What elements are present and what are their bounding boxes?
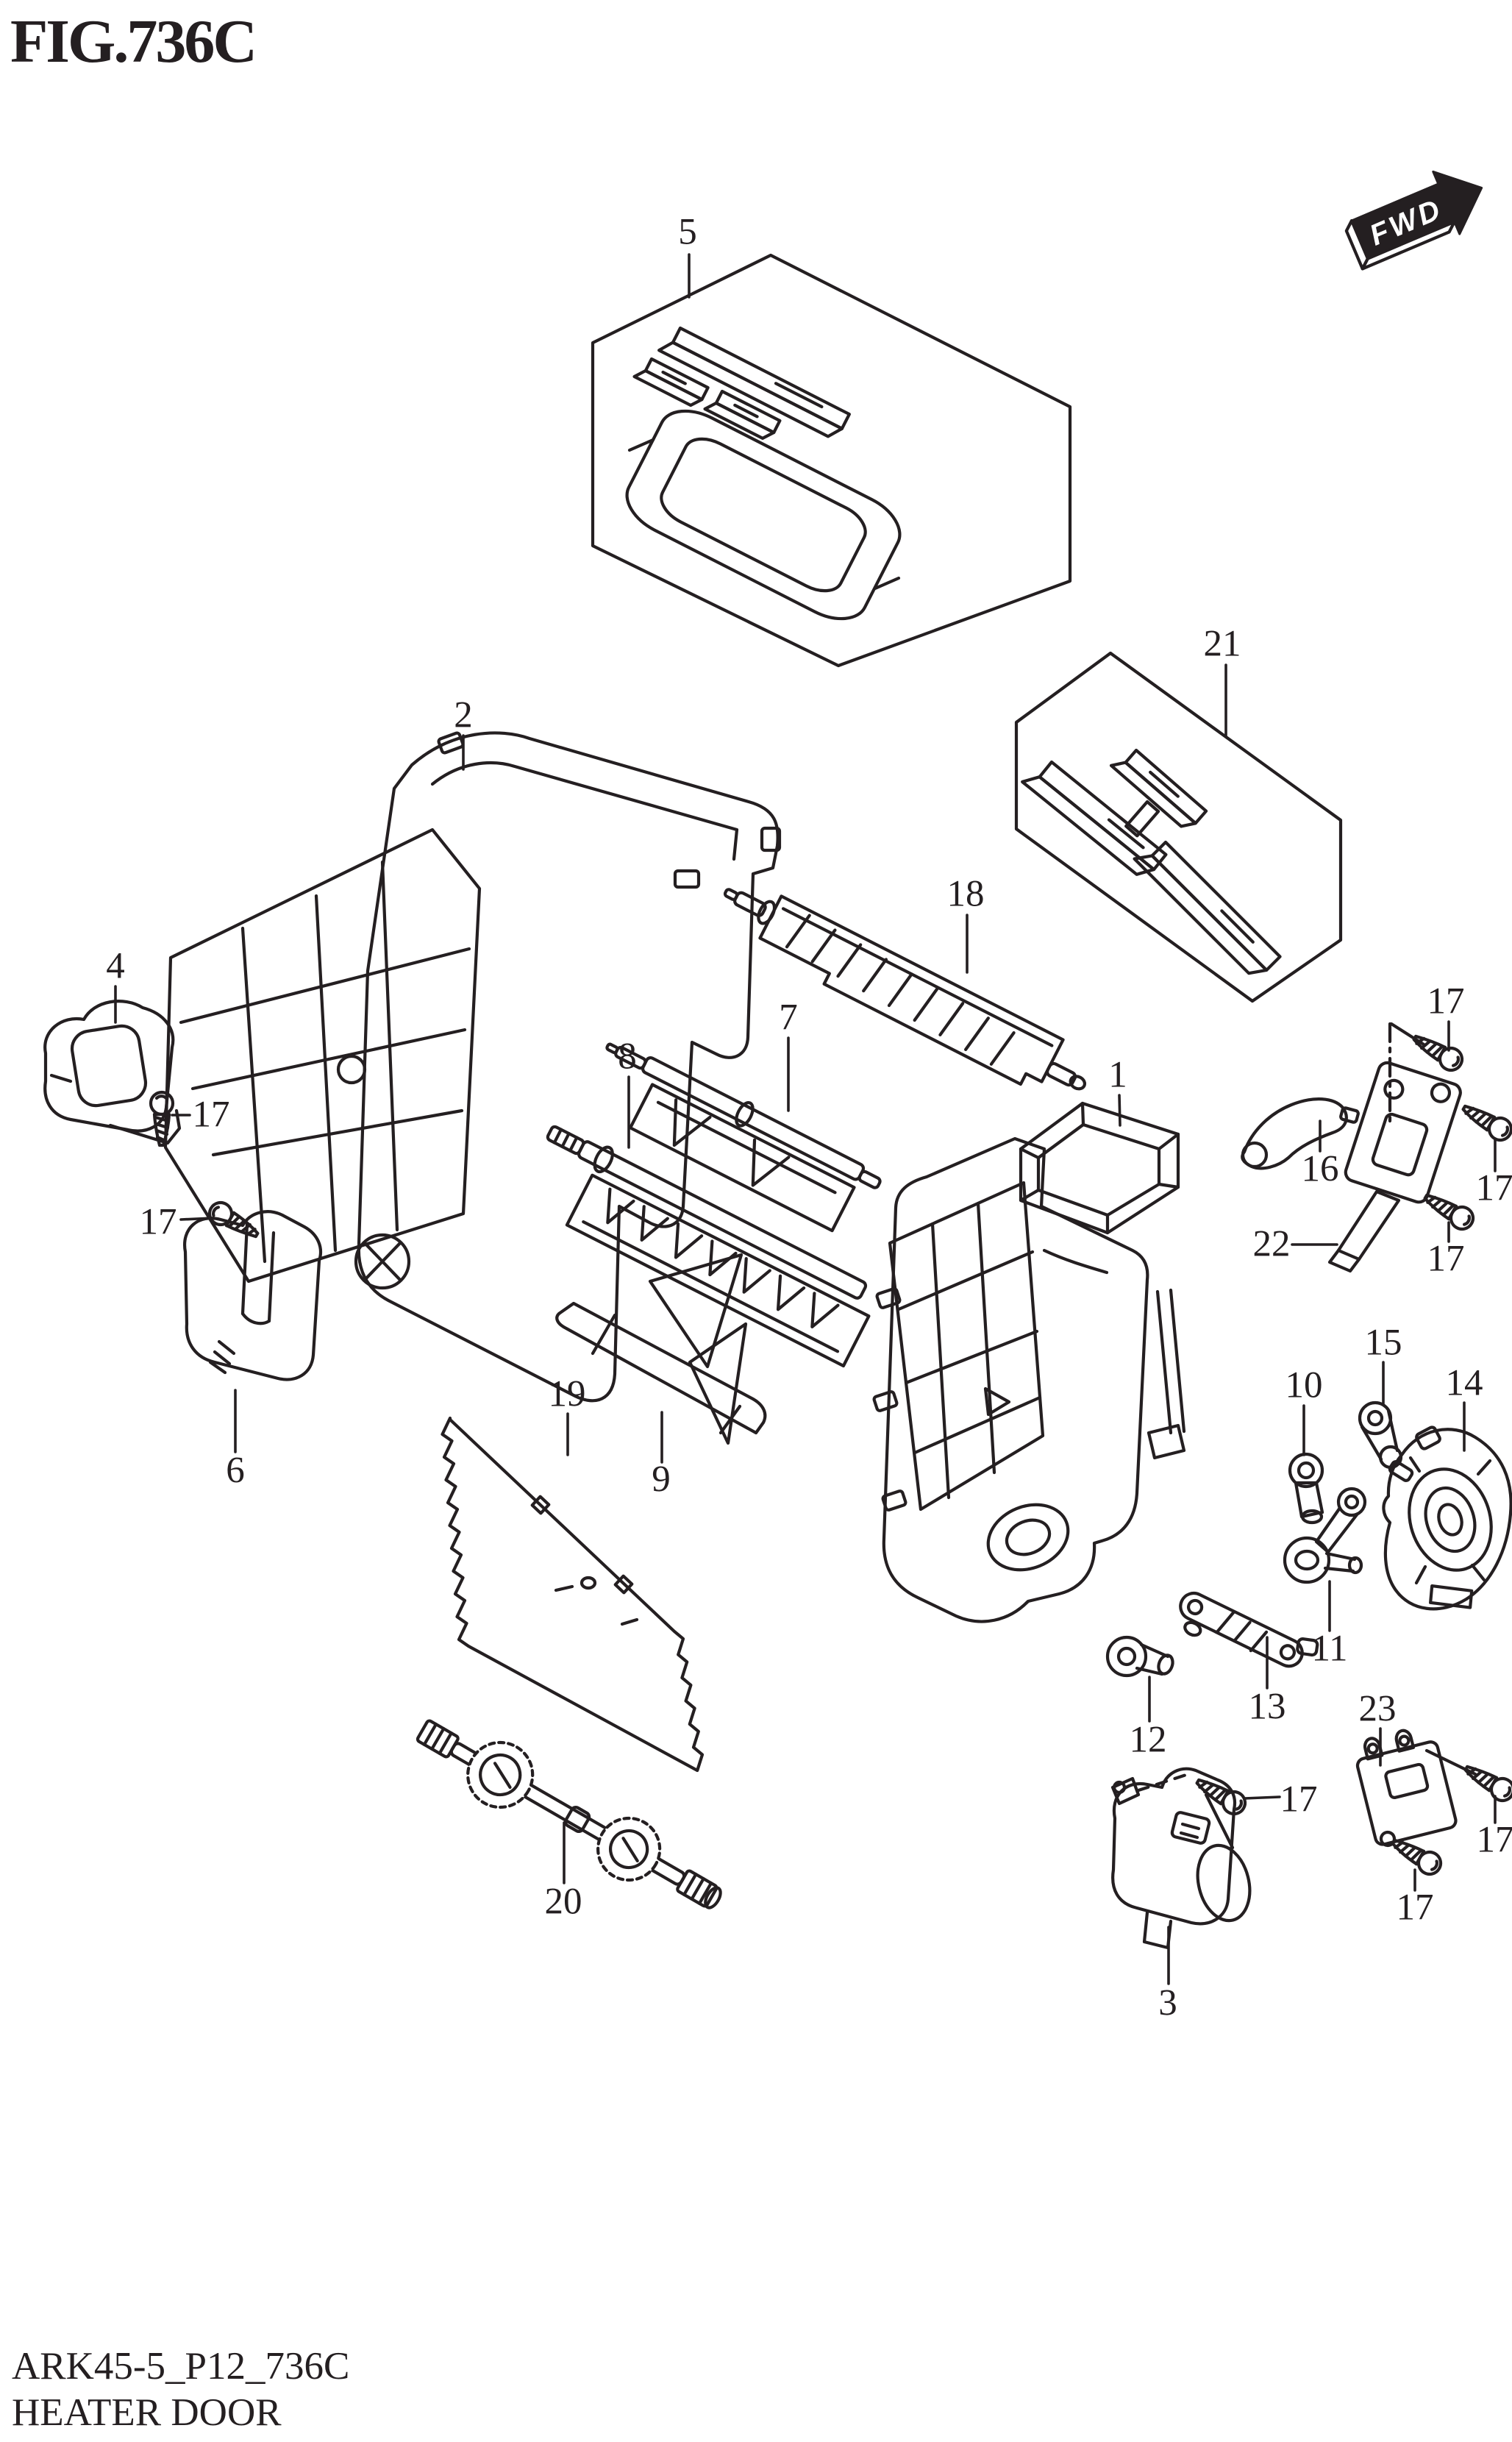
screw-17-f	[1192, 1773, 1249, 1818]
part-label-20: 20	[544, 1881, 582, 1923]
seal-strip-long	[657, 326, 851, 438]
leader-line-17	[1243, 1795, 1281, 1800]
part-label-19: 19	[548, 1373, 586, 1415]
seal-strip-small-1	[632, 357, 710, 407]
part-12-pin-lever	[1105, 1635, 1174, 1678]
part-label-17: 17	[1427, 980, 1465, 1022]
part-label-9: 9	[652, 1459, 671, 1501]
part-label-21: 21	[1203, 623, 1241, 665]
screw-17-h	[1388, 1833, 1444, 1879]
part-label-17: 17	[1280, 1779, 1318, 1820]
part-7-heater-door-sub	[605, 1042, 882, 1233]
part-label-14: 14	[1445, 1362, 1483, 1404]
screw-17-c	[1409, 1029, 1466, 1075]
fwd-marker: FWD	[1344, 170, 1483, 271]
part-label-8: 8	[618, 1036, 637, 1078]
seal-strip-b	[1133, 840, 1282, 975]
part-label-1: 1	[1108, 1054, 1127, 1096]
part-label-12: 12	[1129, 1719, 1167, 1761]
fwd-arrow-icon	[1350, 170, 1483, 260]
figure-footer: ARK45-5_P12_736C HEATER DOOR	[12, 2343, 349, 2436]
part-label-6: 6	[226, 1450, 245, 1492]
part-label-17: 17	[1476, 1819, 1512, 1861]
part-label-3: 3	[1158, 1982, 1177, 2024]
group-box-21	[1014, 651, 1343, 1003]
seal-strip-short	[1109, 748, 1208, 828]
group-box-5	[591, 253, 1072, 668]
part-18-heater-door	[723, 888, 1087, 1091]
part-10-lever	[1288, 1452, 1324, 1525]
part-label-15: 15	[1364, 1322, 1402, 1364]
gear-1	[466, 1740, 535, 1809]
part-19-filter	[441, 1416, 705, 1773]
footer-code: ARK45-5_P12_736C	[12, 2345, 350, 2388]
part-label-17: 17	[1475, 1167, 1512, 1209]
part-label-13: 13	[1248, 1686, 1286, 1728]
part-16-link-arm	[1241, 1097, 1360, 1170]
blower-boss	[354, 1233, 411, 1290]
footer-name: HEATER DOOR	[12, 2391, 282, 2434]
part-label-11: 11	[1311, 1628, 1348, 1670]
figure-title: FIG.736C	[10, 7, 257, 76]
part-3-actuator	[1110, 1767, 1252, 1950]
case-left-rib-panel	[163, 827, 482, 1284]
part-8-heater-door-shaft	[546, 1125, 871, 1368]
part-23-actuator-small	[1355, 1729, 1477, 1848]
seal-gasket-ring	[617, 399, 910, 631]
part-label-17: 17	[1427, 1238, 1465, 1280]
screw-17-g	[1461, 1759, 1512, 1805]
seal-strip-a	[1021, 760, 1168, 876]
control-rod	[1155, 1288, 1186, 1435]
part-label-17: 17	[139, 1201, 177, 1243]
leader-lines	[114, 253, 1497, 1985]
screw-17-d	[1458, 1099, 1512, 1145]
part-13-link-rod	[1179, 1591, 1319, 1668]
part-label-5: 5	[678, 211, 697, 253]
part-label-4: 4	[106, 945, 125, 987]
part-20-gear-shaft	[416, 1719, 722, 1909]
part-14-cam-cover	[1382, 1425, 1512, 1611]
part-label-22: 22	[1252, 1223, 1291, 1265]
case-right-rib-panel	[888, 1181, 1045, 1512]
screw-17-b	[206, 1199, 263, 1245]
part-label-7: 7	[779, 997, 798, 1039]
part-15-link	[1358, 1400, 1414, 1482]
part-label-16: 16	[1301, 1148, 1339, 1190]
part-11-lever	[1283, 1487, 1367, 1584]
part-label-17: 17	[1396, 1887, 1434, 1929]
part-label-17: 17	[192, 1094, 230, 1136]
part-label-23: 23	[1358, 1688, 1397, 1730]
leader-line-1	[1118, 1094, 1121, 1127]
leader-line-17	[179, 1217, 215, 1221]
part-label-2: 2	[454, 694, 473, 736]
part-21-seal-set	[1014, 651, 1343, 1003]
part-label-10: 10	[1285, 1364, 1323, 1406]
part-9-air-guide	[555, 1253, 767, 1445]
part-label-18: 18	[946, 873, 985, 915]
seal-strip-notch	[1124, 800, 1160, 838]
part-4-duct-cover	[43, 1000, 182, 1145]
part-2-heater-case-left	[163, 731, 782, 1403]
part-5-seal-set	[591, 253, 1072, 668]
seal-strip-small-2	[703, 389, 782, 441]
part-1-heater-case-right	[872, 1101, 1180, 1623]
